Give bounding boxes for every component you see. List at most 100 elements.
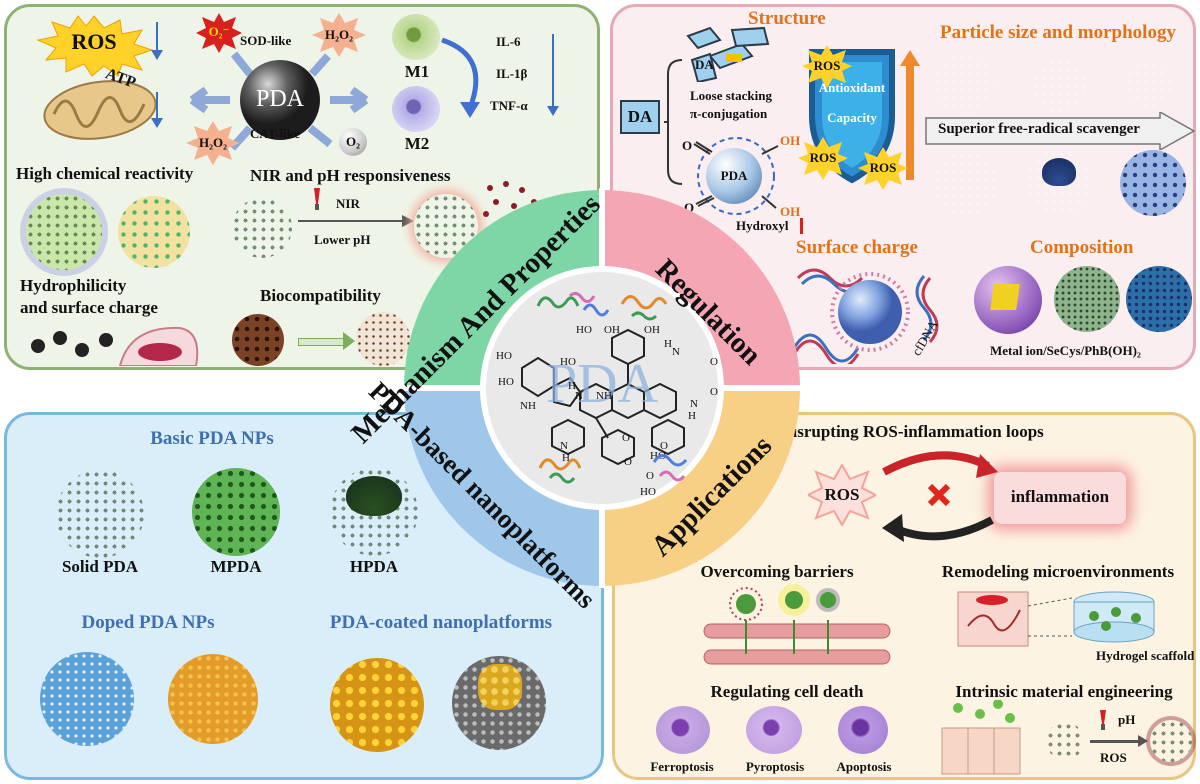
atom-5: HO — [576, 324, 592, 336]
nir-laser-icon — [314, 188, 320, 210]
o-label-2: O — [684, 200, 695, 215]
atom-18: O — [624, 456, 632, 468]
inflammation-box — [994, 472, 1126, 524]
cytokine-tnfa: TNF-α — [490, 98, 528, 113]
pda-center-label: PDA — [255, 86, 305, 112]
o-label-1: O — [682, 138, 693, 153]
mitochondria-icon — [43, 80, 157, 140]
atom-7: H — [568, 380, 576, 392]
atom-9: NH — [520, 400, 536, 412]
atom-2: HO — [498, 376, 514, 388]
sod-label: SOD-like — [240, 33, 292, 48]
atom-13: O — [710, 386, 718, 398]
ros-burst-2 — [798, 137, 848, 180]
ros-label: ROS — [71, 29, 117, 54]
surface-charge-title: Surface charge — [796, 237, 918, 258]
sphere-solid-icon — [934, 152, 998, 216]
antioxidant-label: Antioxidant — [818, 80, 886, 95]
atom-16: NH — [596, 390, 612, 402]
capacity-arrow-head — [900, 50, 920, 66]
pda-particle-before-icon — [232, 198, 292, 258]
da-box-label: DA — [627, 107, 653, 126]
basic-title: Basic PDA NPs — [150, 428, 274, 449]
apoptosis-cell-icon — [838, 706, 888, 754]
atom-3: OH — [604, 324, 620, 336]
sphere-medium-icon — [1032, 58, 1086, 112]
h2o2-bottom-label: H₂O₂ — [198, 135, 228, 150]
atom-17: O — [622, 432, 630, 444]
atom-4: OH — [644, 324, 660, 336]
hydroxyl-bonds — [693, 137, 779, 215]
capacity-label: Capacity — [827, 110, 877, 125]
composition-title: Composition — [1030, 237, 1134, 258]
ros-down-arrow — [151, 22, 163, 60]
hydrogel-scaffold-icon — [957, 591, 1155, 647]
pda-before-icon — [1046, 722, 1084, 760]
released-drug-dots — [483, 181, 537, 217]
superoxide-burst-icon — [196, 13, 242, 53]
ros-app-label: ROS — [824, 485, 860, 504]
surface-charge-label: and surface charge — [20, 298, 158, 317]
pda-chemical-structure — [521, 328, 685, 466]
atp-down-arrow — [151, 92, 163, 128]
ros-burst-3 — [858, 147, 908, 190]
lower-ph-label: Lower pH — [314, 232, 371, 247]
capacity-up-arrow — [906, 62, 914, 180]
hydrogel-label: Hydrogel scaffold — [1096, 648, 1195, 663]
protein-structures-bottom — [538, 454, 688, 484]
scavenger-label: Superior free-radical scavenger — [938, 121, 1140, 137]
hpda-cavity — [346, 476, 402, 516]
cell-death-title: Regulating cell death — [710, 682, 864, 701]
pda-particle-biocompat-icon — [232, 314, 284, 366]
composition-phb-icon — [1126, 266, 1192, 332]
cytokine-il1b: IL-1β — [496, 66, 528, 81]
da-stacking-icon — [686, 26, 770, 82]
atom-11: N — [672, 346, 680, 358]
m2-label: M2 — [404, 134, 430, 153]
oxygen-label: O₂ — [345, 134, 361, 149]
atom-10: H — [664, 338, 672, 350]
atom-6: HO — [560, 356, 576, 368]
sphere-porous-icon — [1120, 150, 1186, 216]
nir-arrow-head — [402, 215, 414, 227]
hydrophilicity-label: Hydrophilicity — [20, 276, 127, 295]
oh-label-2: OH — [780, 204, 801, 219]
pda-sphere-icon — [706, 148, 762, 204]
barriers-title: Overcoming barriers — [700, 562, 854, 581]
pda-watermark: PDA — [545, 353, 659, 415]
hollow-cavity — [1042, 158, 1076, 186]
oh-label-1: OH — [780, 133, 801, 148]
solid-label: Solid PDA — [61, 557, 139, 576]
coated-particle-yellow-icon — [330, 658, 424, 752]
ros-burst-app — [808, 464, 876, 526]
ros-burst-1 — [802, 45, 852, 88]
hydroxyl-up-arrow — [800, 218, 803, 234]
composition-metal-core — [990, 284, 1020, 310]
hydroxyl-label: Hydroxyl — [736, 218, 789, 233]
degradation-arrow-head — [343, 332, 355, 350]
m1-macrophage-icon — [392, 14, 440, 60]
coated-core — [478, 664, 522, 710]
atom-20: H — [688, 410, 696, 422]
cell-uptake-icon — [31, 326, 199, 366]
coated-particle-icon — [118, 196, 190, 268]
sphere-large-icon — [934, 54, 994, 114]
atom-12: O — [710, 356, 718, 368]
antioxidant-shield-icon — [809, 49, 895, 184]
intrinsic-arrow-head — [1138, 735, 1148, 747]
pda-after-icon — [1150, 720, 1192, 762]
atom-14: O — [660, 440, 668, 452]
h2o2-bottom-burst-icon — [186, 121, 240, 165]
pi-conjugation-label: π-conjugation — [690, 106, 768, 121]
atom-15: O — [646, 470, 654, 482]
da-box — [620, 100, 660, 134]
ros-burst-3-label: ROS — [869, 160, 897, 175]
hpda-label: HPDA — [349, 557, 399, 576]
doped-title: Doped PDA NPs — [81, 612, 215, 633]
composition-label: Metal ion/SeCys/PhB(OH)₂ — [990, 343, 1141, 358]
loop-arrows — [882, 451, 998, 542]
m2-macrophage-icon — [392, 86, 440, 132]
ros-burst-1-label: ROS — [813, 58, 841, 73]
degraded-particle-icon — [356, 312, 410, 366]
atom-22: H — [562, 452, 570, 464]
